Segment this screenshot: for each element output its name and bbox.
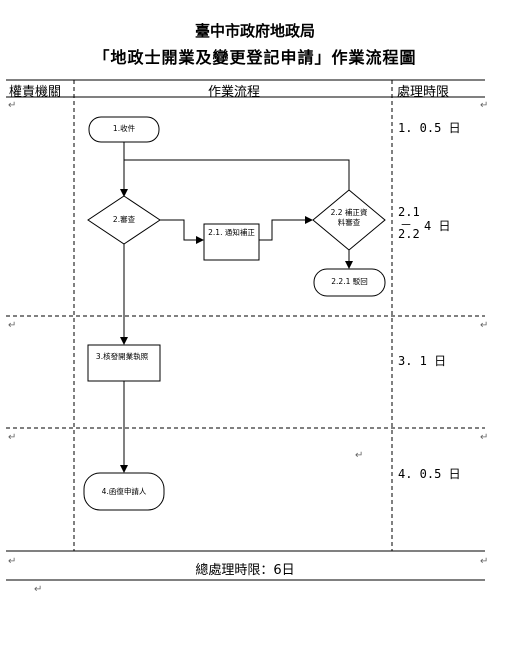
- paragraph-mark: ↵: [480, 100, 489, 111]
- paragraph-mark: ↵: [8, 432, 17, 443]
- step2-2-label: 2.2 補正資料審查: [330, 208, 368, 227]
- step2-2-1-label: 2.2.1 駁回: [331, 277, 368, 286]
- time-limit-range-dash: －: [400, 218, 413, 232]
- time-limit-step2-1: 2.1: [398, 205, 420, 219]
- paragraph-mark: ↵: [34, 584, 43, 595]
- step2-label: 2.審查: [112, 215, 136, 224]
- step3-shape: [87, 344, 161, 382]
- step4-label: 4.函復申請人: [101, 487, 147, 496]
- time-limit-step2-2: 2.2: [398, 227, 420, 241]
- header-time-limit: 處理時限: [397, 85, 450, 100]
- time-limit-step2-days: 4 日: [424, 219, 451, 233]
- total-time-limit: 總處理時限：6日: [195, 563, 295, 578]
- step4-shape: [83, 472, 165, 511]
- step1-label: 1.收件: [112, 124, 136, 133]
- paragraph-mark: ↵: [480, 320, 489, 331]
- paragraph-mark: ↵: [8, 100, 17, 111]
- time-limit-step3: 3. 1 日: [398, 354, 447, 368]
- step3-label: 3.核發開業執照: [95, 352, 149, 361]
- document-form-title: 「地政士開業及變更登記申請」作業流程圖: [93, 48, 417, 67]
- header-agency: 權責機關: [9, 85, 62, 100]
- step2-2-1-shape: [313, 268, 386, 297]
- time-limit-step1: 1. 0.5 日: [398, 121, 461, 135]
- paragraph-mark: ↵: [8, 556, 17, 567]
- time-limit-step4: 4. 0.5 日: [398, 467, 461, 481]
- step2-1-shape: [203, 223, 260, 261]
- paragraph-mark: ↵: [480, 432, 489, 443]
- step2-1-label: 2.1. 通知補正: [208, 228, 255, 237]
- document-office-title: 臺中市政府地政局: [194, 22, 315, 40]
- paragraph-mark: ↵: [480, 556, 489, 567]
- header-process: 作業流程: [208, 85, 261, 100]
- paragraph-mark: ↵: [355, 450, 364, 461]
- paragraph-mark: ↵: [8, 320, 17, 331]
